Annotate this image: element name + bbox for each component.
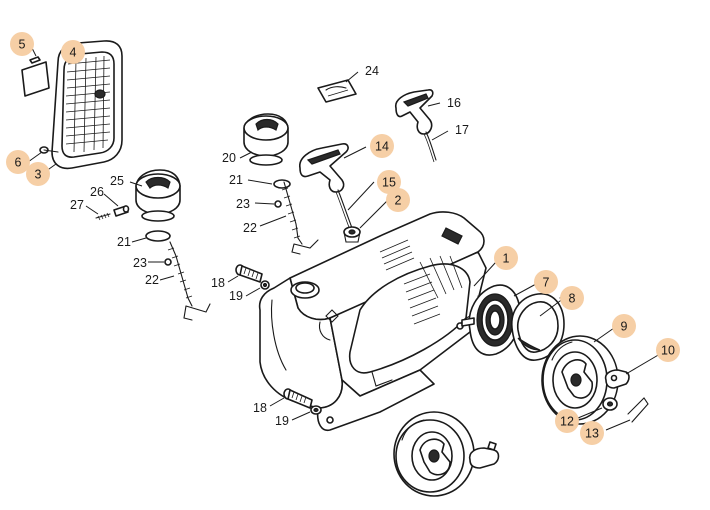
- highlight-9: [612, 314, 636, 338]
- callout-labels: 5 4 6 3 24 16 17 14 15 2 20 21 23 22 25 …: [15, 38, 675, 441]
- callout-24: 24: [365, 64, 379, 78]
- part-spring-housing: [461, 284, 521, 356]
- part-grille-cover: [51, 40, 123, 170]
- callout-22-upper: 22: [243, 221, 257, 235]
- callout-19-upper: 19: [229, 289, 243, 303]
- part-seal-ring-upper: [273, 179, 291, 189]
- callout-9: 9: [621, 320, 628, 334]
- part-spring-clip: [627, 397, 649, 423]
- highlight-1: [494, 246, 518, 270]
- callout-18-lower: 18: [253, 401, 267, 415]
- part-pin: [39, 146, 59, 154]
- part-rope-rotor-assembled: [393, 411, 475, 497]
- callout-23-upper: 23: [236, 197, 250, 211]
- callout-25: 25: [110, 174, 124, 188]
- part-retaining-chain-lower: [167, 241, 211, 321]
- callout-15: 15: [382, 176, 396, 190]
- callout-2: 2: [395, 194, 402, 208]
- callout-1: 1: [503, 252, 510, 266]
- callout-14: 14: [375, 140, 389, 154]
- highlight-4: [61, 40, 85, 64]
- part-starter-grip-spare: [394, 89, 434, 135]
- callout-19-lower: 19: [275, 414, 289, 428]
- highlight-7: [534, 270, 558, 294]
- callout-22-lower: 22: [145, 273, 159, 287]
- part-rewind-spring: [511, 293, 575, 361]
- highlight-10: [656, 338, 680, 362]
- callout-6: 6: [15, 156, 22, 170]
- part-fan-housing: [258, 211, 487, 432]
- callout-5: 5: [19, 38, 26, 52]
- callout-23-lower: 23: [133, 256, 147, 270]
- callout-13: 13: [585, 427, 599, 441]
- callout-10: 10: [661, 344, 675, 358]
- highlight-circles: [6, 32, 680, 445]
- callout-27: 27: [70, 198, 84, 212]
- callout-21-lower: 21: [117, 235, 131, 249]
- part-oil-cap: [243, 113, 289, 166]
- callout-12: 12: [560, 415, 574, 429]
- callout-4: 4: [70, 46, 77, 60]
- callout-7: 7: [543, 276, 550, 290]
- highlight-12: [555, 409, 579, 433]
- part-starter-rope-spare: [423, 131, 437, 163]
- part-cap-spring: [95, 212, 111, 221]
- part-starter-grip: [299, 143, 349, 193]
- callout-16: 16: [447, 96, 461, 110]
- part-retaining-clip-upper: [274, 200, 282, 208]
- part-small-plate: [21, 56, 50, 97]
- callout-17: 17: [455, 123, 469, 137]
- part-cap-pin: [113, 205, 130, 217]
- callout-8: 8: [569, 292, 576, 306]
- part-rope-rotor: [541, 335, 619, 425]
- part-screw-upper: [235, 264, 263, 283]
- part-washer-lower: [310, 405, 322, 415]
- part-screw-lower: [283, 388, 313, 409]
- part-washer-pawl: [602, 397, 618, 411]
- part-seal-ring-lower: [145, 230, 171, 242]
- callout-18-upper: 18: [211, 276, 225, 290]
- highlight-3: [26, 162, 50, 186]
- part-rope-guide-bushing: [343, 226, 361, 243]
- highlight-13: [580, 421, 604, 445]
- part-retaining-clip-lower: [164, 258, 172, 266]
- part-pawl: [604, 369, 630, 389]
- part-starter-rope: [335, 189, 353, 231]
- part-washer-upper: [260, 280, 270, 290]
- part-fuel-cap: [135, 169, 181, 222]
- highlight-5: [10, 32, 34, 56]
- highlight-6: [6, 150, 30, 174]
- callout-3: 3: [35, 168, 42, 182]
- highlight-8: [560, 286, 584, 310]
- part-decal: [317, 79, 357, 103]
- callout-20: 20: [222, 151, 236, 165]
- part-retaining-chain-upper: [281, 181, 319, 255]
- highlight-2: [386, 188, 410, 212]
- callout-26: 26: [90, 185, 104, 199]
- highlight-14: [370, 134, 394, 158]
- callout-21-upper: 21: [229, 173, 243, 187]
- part-pawl-assembled: [468, 441, 500, 469]
- highlight-15: [377, 170, 401, 194]
